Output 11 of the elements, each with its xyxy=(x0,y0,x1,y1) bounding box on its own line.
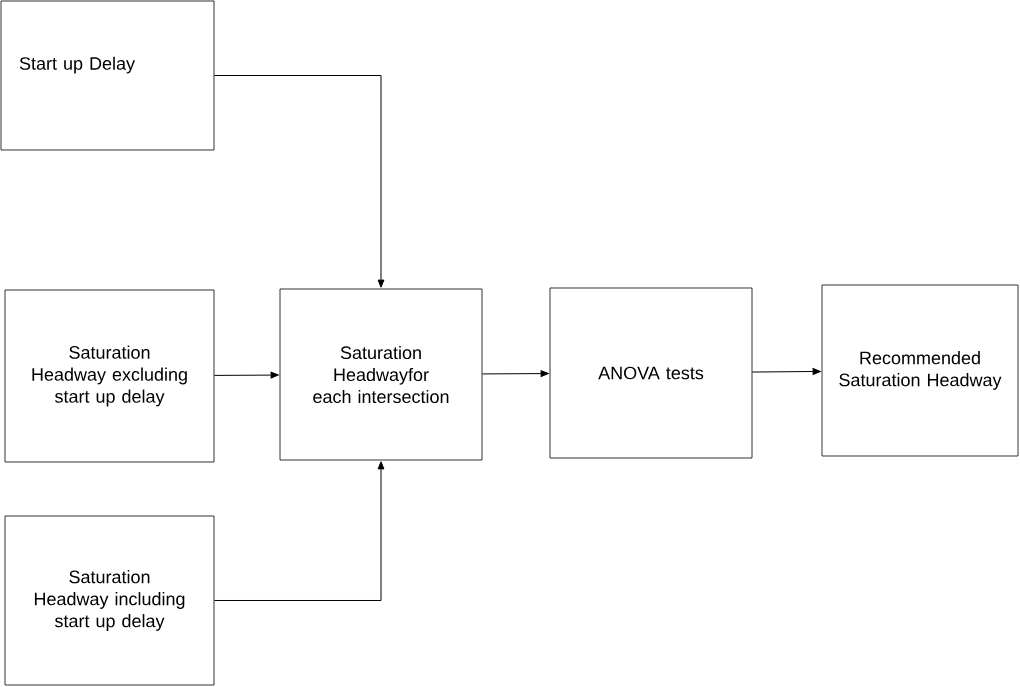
arrow xyxy=(213,371,279,379)
arrow xyxy=(213,75,385,288)
arrow xyxy=(751,368,821,375)
arrow xyxy=(213,461,385,601)
process-box: Saturation Headway including start up delay xyxy=(4,515,215,686)
process-box: Saturation Headwayfor each intersection xyxy=(279,288,483,461)
process-box: ANOVA tests xyxy=(549,287,753,459)
process-box: Start up Delay xyxy=(0,0,215,151)
arrow xyxy=(481,370,549,377)
process-box: Recommended Saturation Headway xyxy=(821,284,1019,457)
process-box: Saturation Headway excluding start up delay xyxy=(4,289,215,463)
